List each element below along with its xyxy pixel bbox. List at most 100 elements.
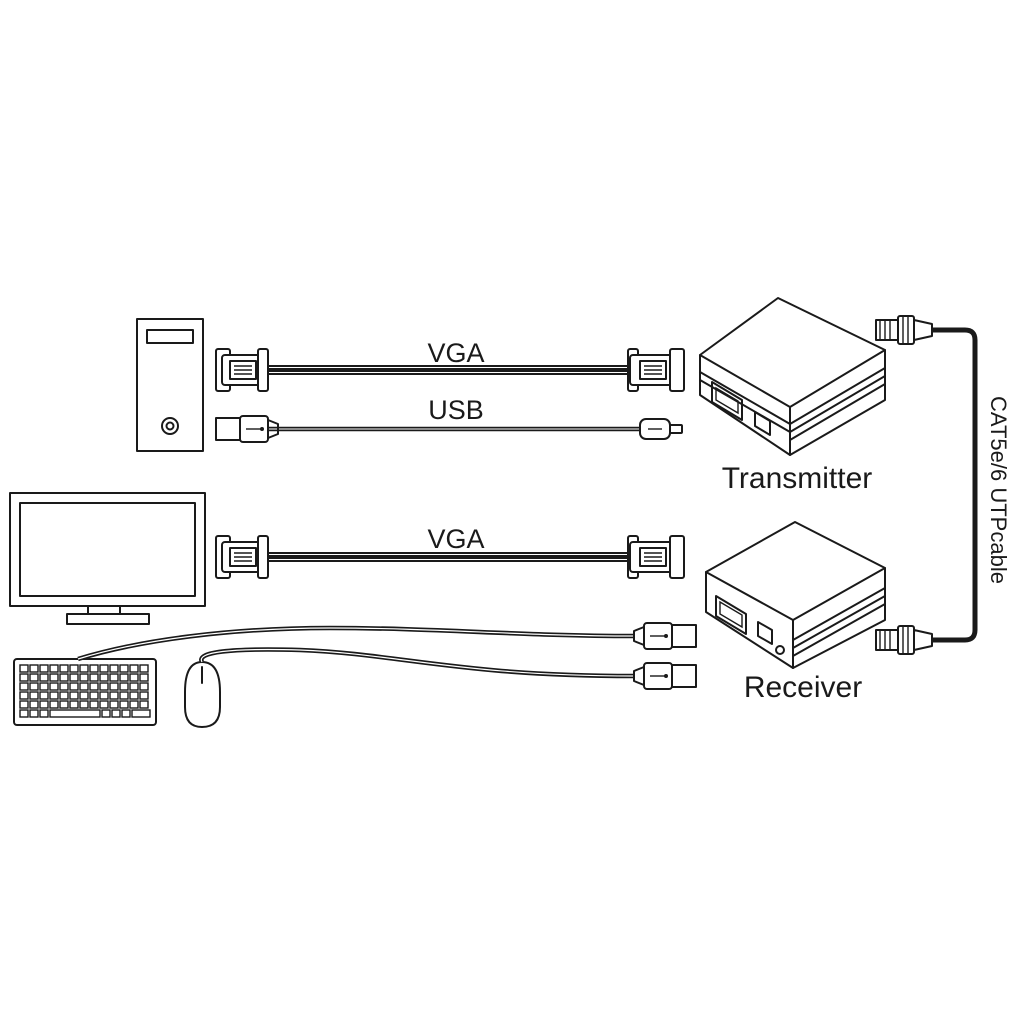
keyboard-key (109, 691, 119, 700)
usb-label: USB (428, 395, 484, 425)
keyboard-key (19, 673, 29, 682)
transmitter-box-icon (699, 297, 886, 456)
keyboard-key (39, 664, 49, 673)
keyboard-key (69, 673, 79, 682)
mouse-icon (184, 661, 221, 728)
keyboard-key (39, 673, 49, 682)
cat-cable-label: CAT5e/6 UTPcable (986, 396, 1011, 584)
keyboard-key (119, 691, 129, 700)
keyboard-key (79, 673, 89, 682)
keyboard-key (109, 664, 119, 673)
usb-a-connector-icon (215, 415, 279, 443)
keyboard-key (19, 691, 29, 700)
keyboard-key (79, 664, 89, 673)
keyboard-key (29, 664, 39, 673)
keyboard-key (69, 664, 79, 673)
keyboard-key (19, 664, 29, 673)
vga-connector-icon (215, 348, 269, 392)
keyboard-key (99, 700, 109, 709)
cat-cable (930, 327, 978, 643)
vga-connector-icon (627, 535, 685, 579)
keyboard-key (29, 673, 39, 682)
keyboard-key (129, 691, 139, 700)
monitor-icon (9, 492, 206, 625)
vga-connector-icon (627, 348, 685, 392)
keyboard-key (129, 700, 139, 709)
keyboard-key (99, 673, 109, 682)
keyboard-icon (13, 658, 157, 726)
vga-label-bottom: VGA (427, 524, 484, 554)
keyboard-usb-cable (77, 625, 635, 662)
keyboard-key (79, 700, 89, 709)
keyboard-key (59, 673, 69, 682)
keyboard-key (99, 691, 109, 700)
vga-connector-icon (215, 535, 269, 579)
keyboard-key (69, 691, 79, 700)
keyboard-key (109, 700, 119, 709)
keyboard-key (111, 709, 121, 718)
keyboard-key (139, 682, 149, 691)
keyboard-key (139, 673, 149, 682)
keyboard-key (49, 664, 59, 673)
keyboard-key (109, 673, 119, 682)
receiver-box-icon (705, 521, 886, 669)
keyboard-key (39, 682, 49, 691)
transmitter-label: Transmitter (722, 462, 873, 495)
keyboard-key (29, 682, 39, 691)
rj45-connector-icon (875, 625, 933, 655)
keyboard-key (119, 700, 129, 709)
keyboard-key (69, 700, 79, 709)
keyboard-key (89, 682, 99, 691)
keyboard-key (29, 691, 39, 700)
vga-label-top: VGA (427, 338, 484, 368)
keyboard-key (129, 673, 139, 682)
rj45-connector-icon (875, 315, 933, 345)
keyboard-key (29, 709, 39, 718)
keyboard-key (89, 691, 99, 700)
vga-cable-bottom (264, 552, 629, 562)
usb-a-connector-icon (633, 622, 697, 650)
keyboard-key (59, 691, 69, 700)
keyboard-key (101, 709, 111, 718)
keyboard-key (119, 673, 129, 682)
keyboard-key (139, 691, 149, 700)
keyboard-key (29, 700, 39, 709)
keyboard-key (119, 664, 129, 673)
keyboard-key (19, 709, 29, 718)
keyboard-key (69, 682, 79, 691)
keyboard-key (139, 664, 149, 673)
receiver-label: Receiver (744, 671, 862, 704)
keyboard-key (79, 691, 89, 700)
keyboard-key (49, 709, 101, 718)
mouse-usb-cable (199, 647, 635, 679)
keyboard-key (49, 691, 59, 700)
keyboard-key (79, 682, 89, 691)
keyboard-key (59, 700, 69, 709)
keyboard-key (19, 682, 29, 691)
keyboard-key (19, 700, 29, 709)
keyboard-key (39, 700, 49, 709)
keyboard-key (139, 700, 149, 709)
keyboard-key (99, 682, 109, 691)
keyboard-key (131, 709, 151, 718)
usb-a-connector-icon (633, 662, 697, 690)
keyboard-key (39, 709, 49, 718)
computer-tower-icon (136, 318, 204, 452)
keyboard-key (89, 664, 99, 673)
keyboard-key (59, 682, 69, 691)
keyboard-key (49, 700, 59, 709)
keyboard-key (49, 682, 59, 691)
keyboard-key (39, 691, 49, 700)
keyboard-key (59, 664, 69, 673)
keyboard-key (129, 682, 139, 691)
keyboard-key (99, 664, 109, 673)
keyboard-key (49, 673, 59, 682)
keyboard-key (89, 673, 99, 682)
keyboard-key (109, 682, 119, 691)
keyboard-key (119, 682, 129, 691)
vga-cable-top (264, 365, 629, 375)
keyboard-key (129, 664, 139, 673)
mini-usb-connector-icon (639, 418, 683, 440)
